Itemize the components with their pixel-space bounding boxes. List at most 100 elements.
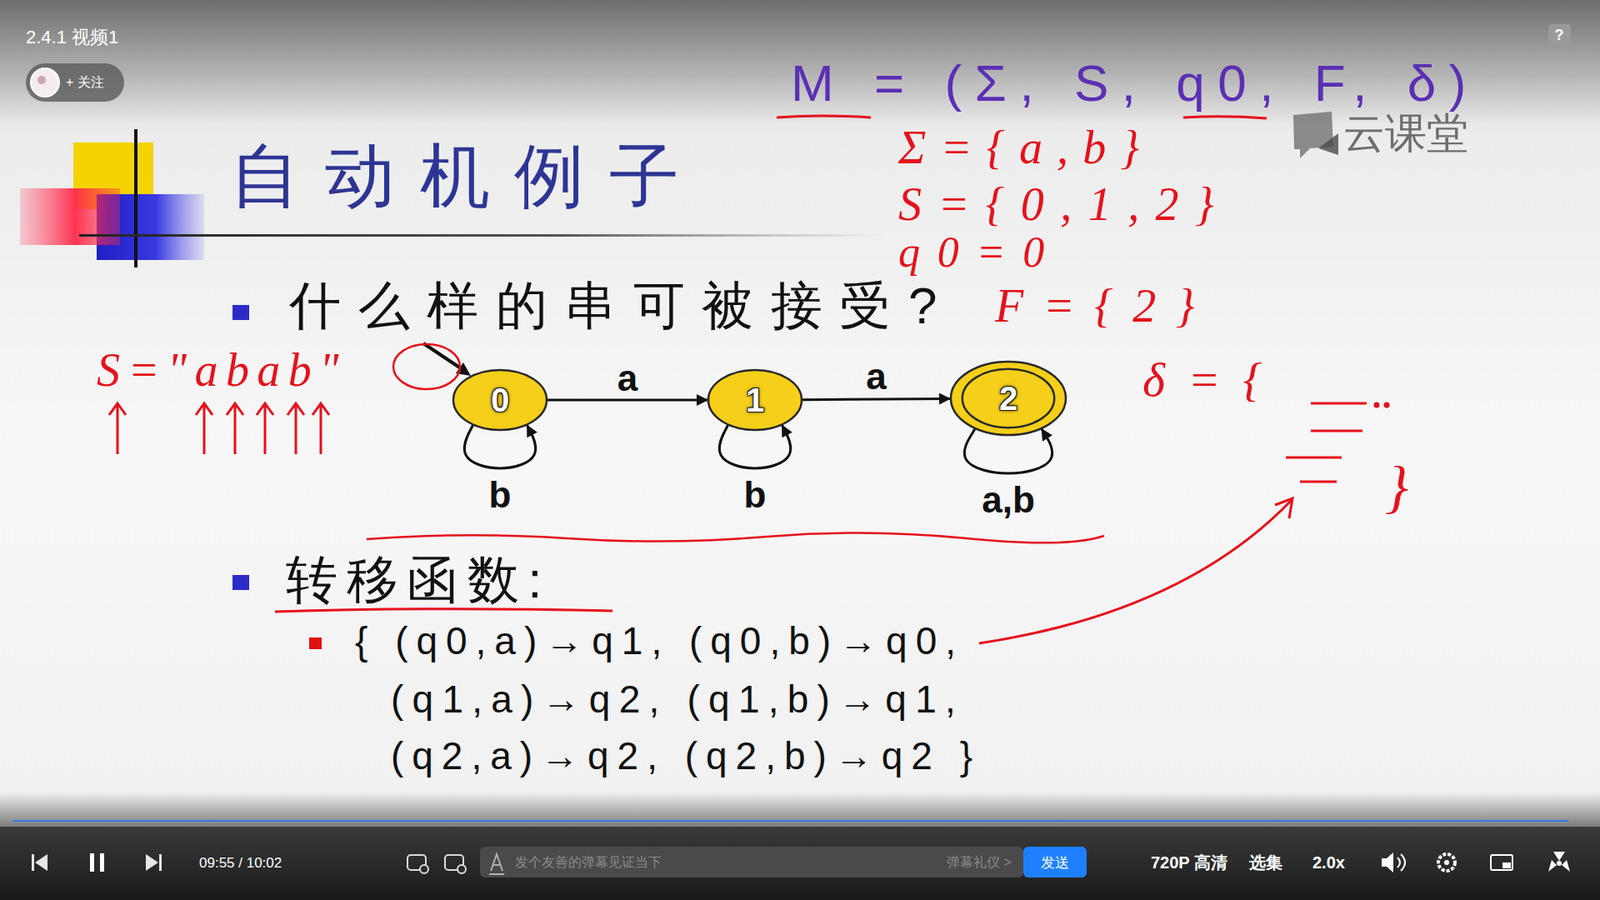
progress-bar — [12, 820, 1569, 822]
danmaku-settings-icon — [457, 865, 466, 874]
send-button-text: 发送 — [1040, 855, 1070, 870]
handwritten-note: S={0,1,2} — [898, 180, 1230, 228]
watermark-icon — [1318, 133, 1339, 155]
deco-line — [134, 129, 138, 268]
bullet-text: 转移函数: — [285, 554, 551, 606]
handwritten-note: } — [1385, 458, 1409, 517]
handwritten-note: q0=0 — [898, 230, 1062, 275]
transition-row: (q1,a)→q2, (q1,b)→q1, — [390, 680, 965, 719]
prev-icon — [35, 854, 48, 871]
annotation-arrow — [312, 403, 330, 455]
etiquette-link: 弹幕礼仪 > — [946, 855, 1012, 870]
transition-row: (q2,a)→q2, (q2,b)→q2 } — [390, 736, 981, 775]
episode-button: 选集 — [1249, 854, 1283, 871]
state-circle: 2 — [949, 360, 1068, 437]
pip-icon — [1502, 862, 1511, 869]
handwritten-note: δ={ — [1142, 355, 1285, 405]
state-circle: 1 — [706, 368, 804, 432]
state-fill — [708, 370, 802, 430]
annotation-arrow — [226, 403, 244, 455]
transition-arrow — [719, 424, 791, 469]
annotation-underline — [776, 115, 871, 118]
edge-label: a — [617, 360, 638, 397]
follow-button — [25, 63, 125, 102]
watermark: 云课堂 — [1343, 112, 1469, 155]
annotation-arrow — [979, 500, 1292, 644]
annotation-underline — [1183, 116, 1267, 119]
annotation-arrowhead — [1275, 498, 1293, 519]
fullscreen-icon — [1548, 851, 1570, 872]
annotation-circle — [393, 344, 460, 390]
state-label: 0 — [487, 383, 513, 417]
annotation-dash — [1310, 430, 1363, 433]
handwritten-note: S="abab" — [96, 346, 347, 394]
accepting-ring — [962, 369, 1055, 428]
bullet — [232, 575, 250, 590]
fullscreen-icon — [1556, 860, 1562, 866]
handwritten-note: F={2} — [995, 282, 1215, 330]
annotation-arrow — [287, 403, 305, 455]
top-shade — [0, 0, 1600, 125]
state-fill — [950, 361, 1066, 435]
pause-icon — [90, 853, 95, 872]
edge-label: b — [744, 476, 767, 514]
send-button — [1023, 846, 1087, 878]
text-style-icon — [489, 854, 505, 875]
annotation-dash — [1310, 402, 1367, 405]
help-icon-text: ? — [1555, 27, 1565, 43]
annotation-arrows — [109, 403, 330, 455]
follow-button-text: + 关注 — [65, 75, 105, 90]
transition-row: { (q0,a)→q1, (q0,b)→q0, — [355, 621, 965, 660]
machine-definition: M = (Σ, S, q0, F, δ) — [790, 57, 1480, 110]
transition-arrow — [464, 424, 536, 469]
time-display: 09:55 / 10:02 — [199, 855, 282, 870]
avatar-detail — [37, 75, 46, 85]
bullet — [309, 637, 322, 650]
annotation-arrow — [109, 403, 126, 455]
annotation-dash — [1285, 456, 1342, 460]
control-bar — [0, 826, 1600, 900]
handwritten-note: Σ={a,b} — [898, 124, 1154, 171]
pause-icon — [100, 853, 105, 872]
next-icon — [159, 854, 162, 871]
annotation-dot — [1375, 403, 1379, 407]
state-circle: 0 — [451, 368, 549, 432]
title-rule — [79, 234, 884, 237]
state-label: 2 — [995, 381, 1021, 415]
state-fill — [453, 370, 547, 430]
slide-title: 自动机例子 — [230, 140, 705, 211]
settings-icon — [1438, 854, 1455, 871]
avatar — [30, 68, 60, 97]
annotation-dash — [1300, 480, 1337, 484]
bullet — [232, 305, 250, 320]
input-placeholder: 发个友善的弹幕见证当下 — [515, 855, 662, 870]
danmaku-input — [480, 846, 1024, 878]
video-title: 2.4.1 视频1 — [25, 28, 119, 47]
annotation-arrow — [195, 403, 213, 455]
transition-arrow — [546, 399, 709, 402]
prev-icon — [31, 854, 35, 871]
pip-icon — [1490, 855, 1513, 870]
annotation-dot — [1385, 403, 1389, 407]
bullet-text: 什么样的串可被接受? — [289, 280, 955, 332]
annotation-dashes — [1285, 403, 1389, 482]
edge-label: a,b — [981, 481, 1035, 519]
speed-button: 2.0x — [1312, 854, 1345, 871]
edge-label: a — [865, 358, 886, 395]
bottom-fade — [0, 791, 1600, 827]
quality-button: 720P 高清 — [1150, 854, 1228, 871]
volume-icon — [1397, 854, 1405, 871]
transition-arrow — [801, 398, 951, 400]
volume-icon — [1381, 852, 1394, 873]
next-icon — [145, 854, 159, 871]
help-icon — [1548, 24, 1571, 46]
state-label: 1 — [742, 383, 768, 417]
settings-icon — [1444, 860, 1450, 865]
annotation-arrow — [256, 403, 274, 455]
annotation-underline — [275, 609, 613, 612]
danmaku-icon — [420, 865, 429, 874]
annotation-underline — [366, 532, 1105, 543]
edge-label: b — [489, 476, 512, 514]
